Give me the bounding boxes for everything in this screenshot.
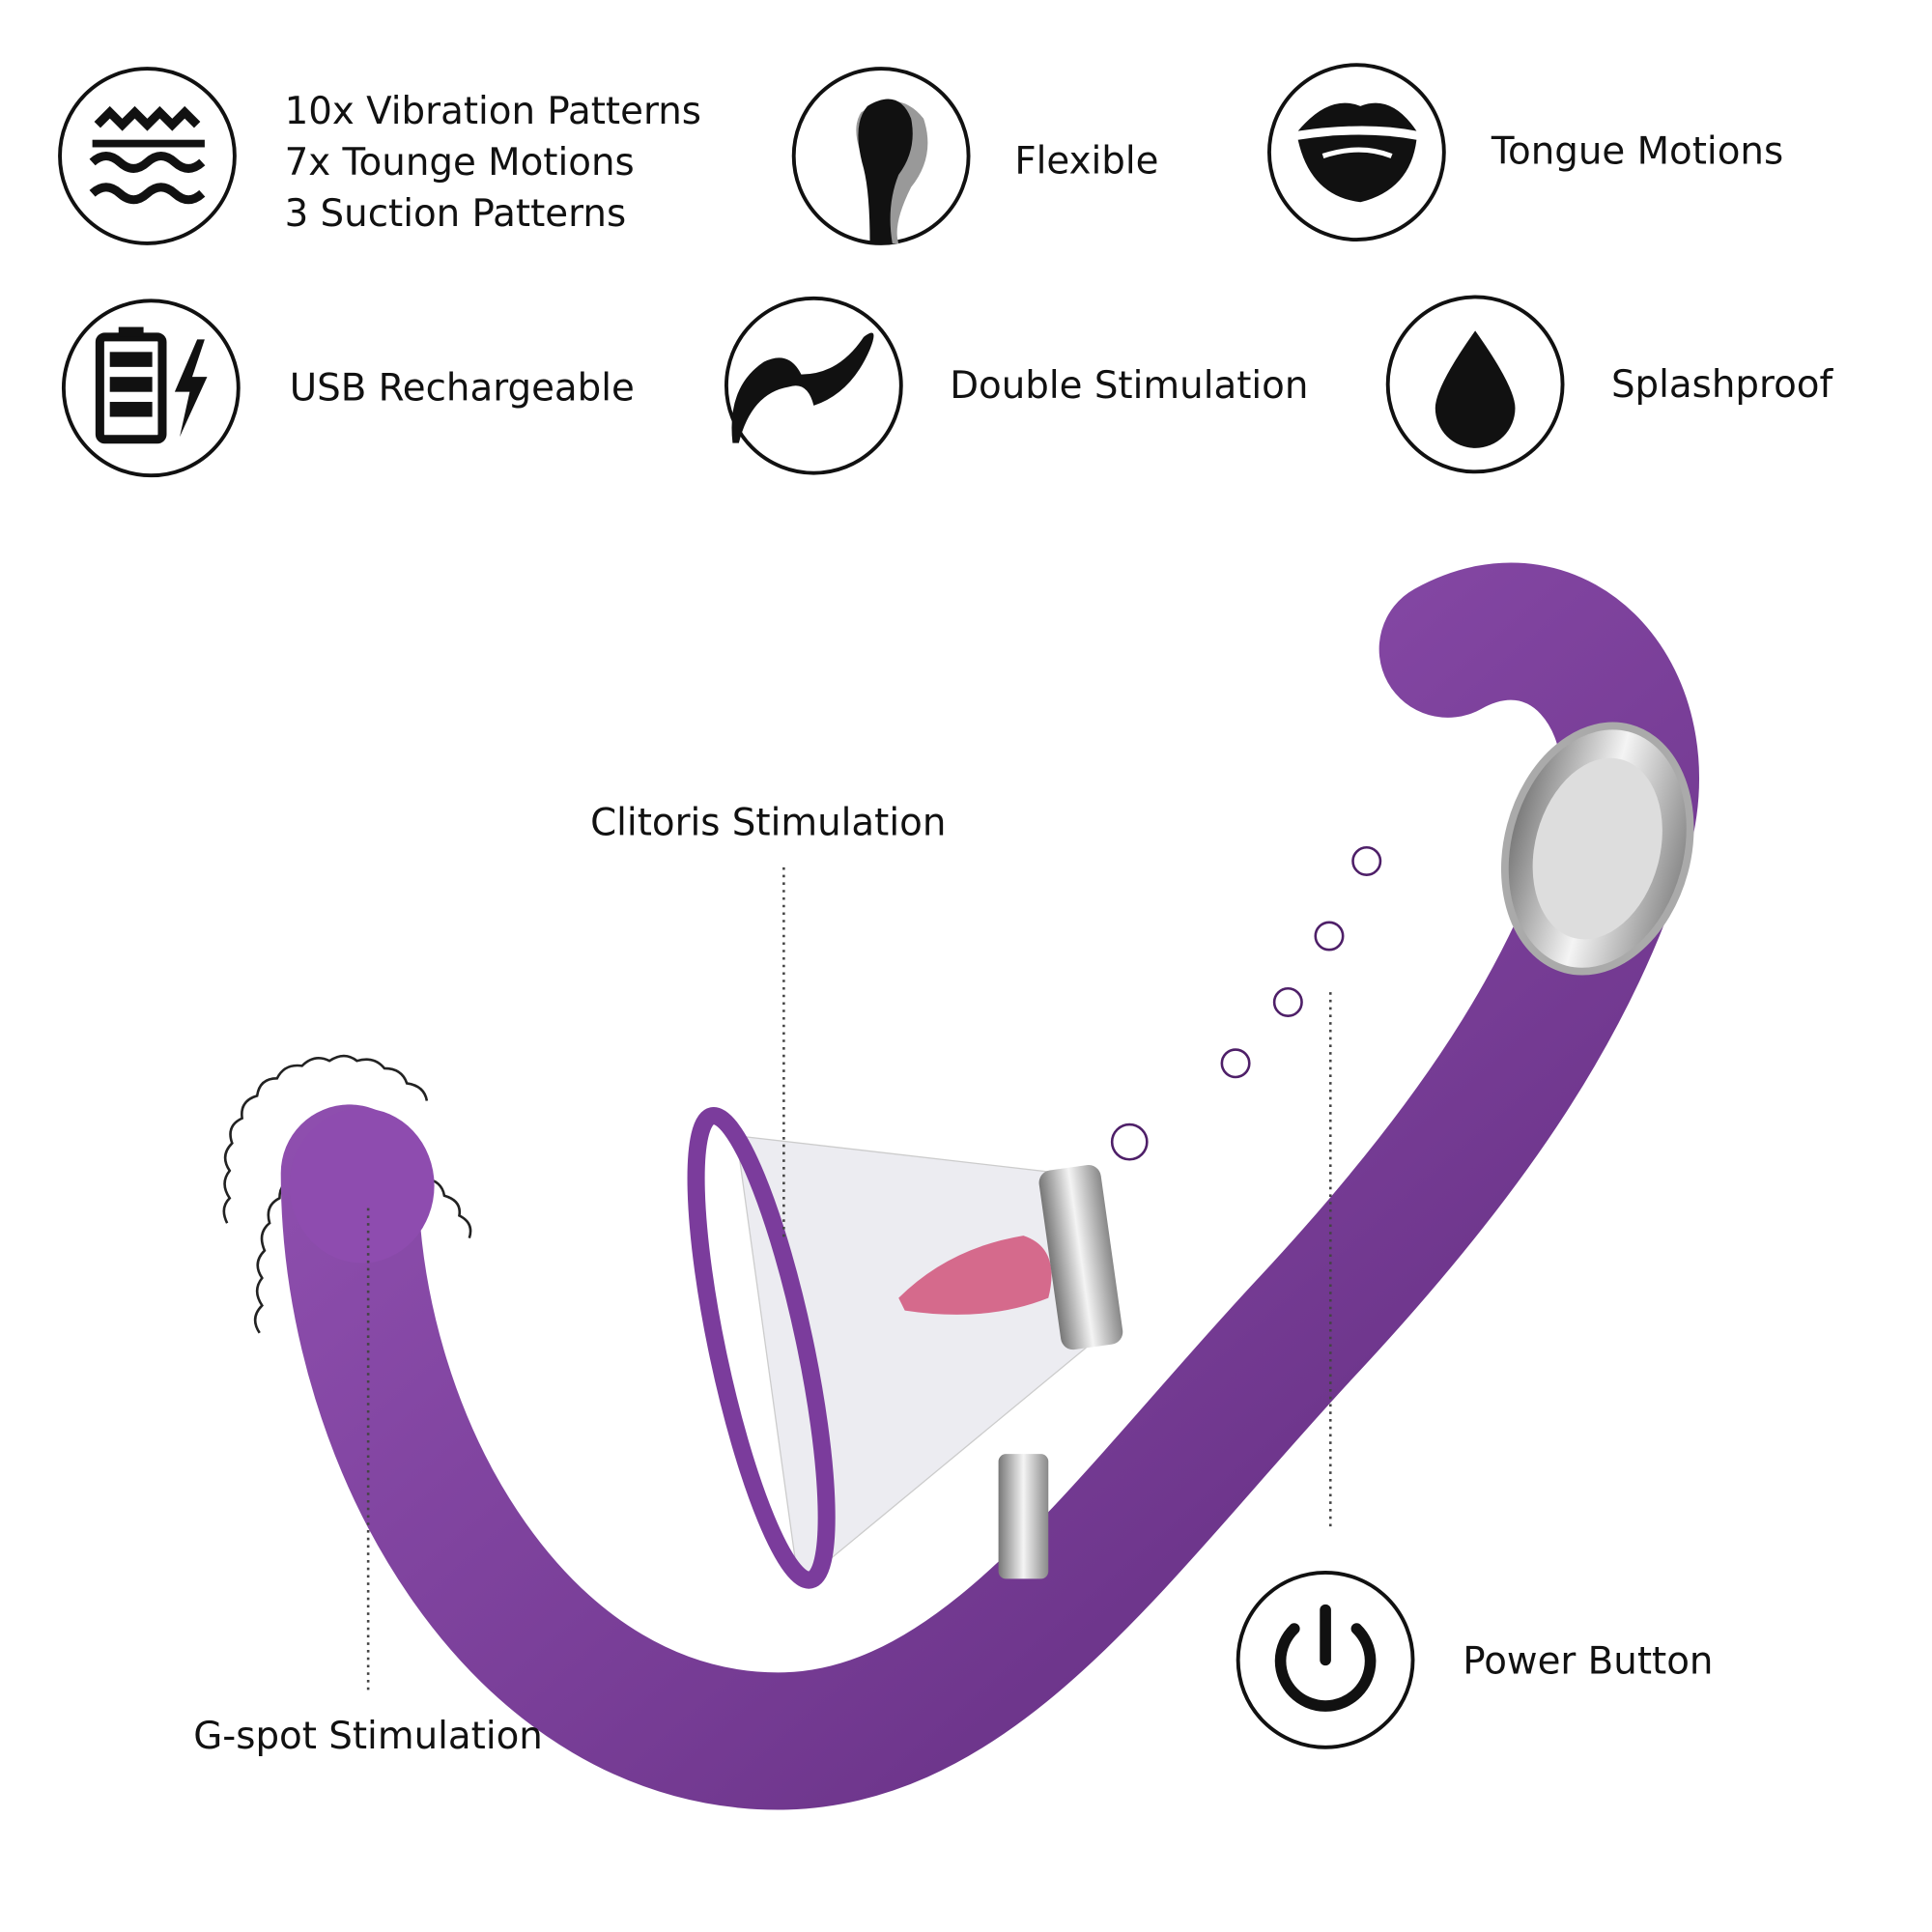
feature-splash: Splashproof (1385, 295, 1834, 474)
water-drop-icon (1385, 295, 1565, 474)
silver-band (998, 1454, 1049, 1579)
product-image (222, 562, 1699, 1810)
double-stimulation-icon (724, 296, 903, 475)
control-buttons (1110, 845, 1382, 1161)
suction-rim (687, 1107, 836, 1589)
tongue (898, 1236, 1052, 1315)
feature-patterns: 10x Vibration Patterns 7x Tounge Motions… (58, 67, 701, 245)
feature-usb: USB Rechargeable (61, 298, 635, 478)
feature-flexible: Flexible (791, 67, 1159, 245)
feature-label-splash: Splashproof (1611, 363, 1834, 407)
feature-text-tongue-count: 7x Tounge Motions (285, 141, 635, 185)
callout-label-gspot: G-spot Stimulation (193, 1715, 543, 1758)
callout-power: Power Button (1236, 992, 1713, 1749)
flexible-shape-icon (791, 67, 971, 245)
callout-label-clitoris: Clitoris Stimulation (590, 801, 946, 844)
feature-label-flexible: Flexible (1014, 140, 1158, 184)
feature-label-double: Double Stimulation (950, 364, 1308, 408)
g-spot-tip (289, 1108, 435, 1264)
feature-text-vibration: 10x Vibration Patterns (285, 90, 701, 133)
battery-charge-icon (61, 298, 241, 478)
waves-icon (58, 67, 237, 245)
feature-double: Double Stimulation (724, 296, 1308, 475)
feature-text-suction: 3 Suction Patterns (285, 192, 627, 236)
feature-label-tongue: Tongue Motions (1491, 129, 1783, 173)
feature-tongue: Tongue Motions (1267, 63, 1783, 242)
feature-label-usb: USB Rechargeable (290, 367, 635, 411)
callout-clitoris: Clitoris Stimulation (590, 801, 946, 1242)
power-icon (1236, 1570, 1415, 1749)
mouth-tongue-icon (1267, 63, 1446, 242)
silver-ring (1038, 1165, 1123, 1350)
callout-gspot: G-spot Stimulation (193, 1208, 543, 1758)
callout-label-power: Power Button (1463, 1640, 1713, 1684)
